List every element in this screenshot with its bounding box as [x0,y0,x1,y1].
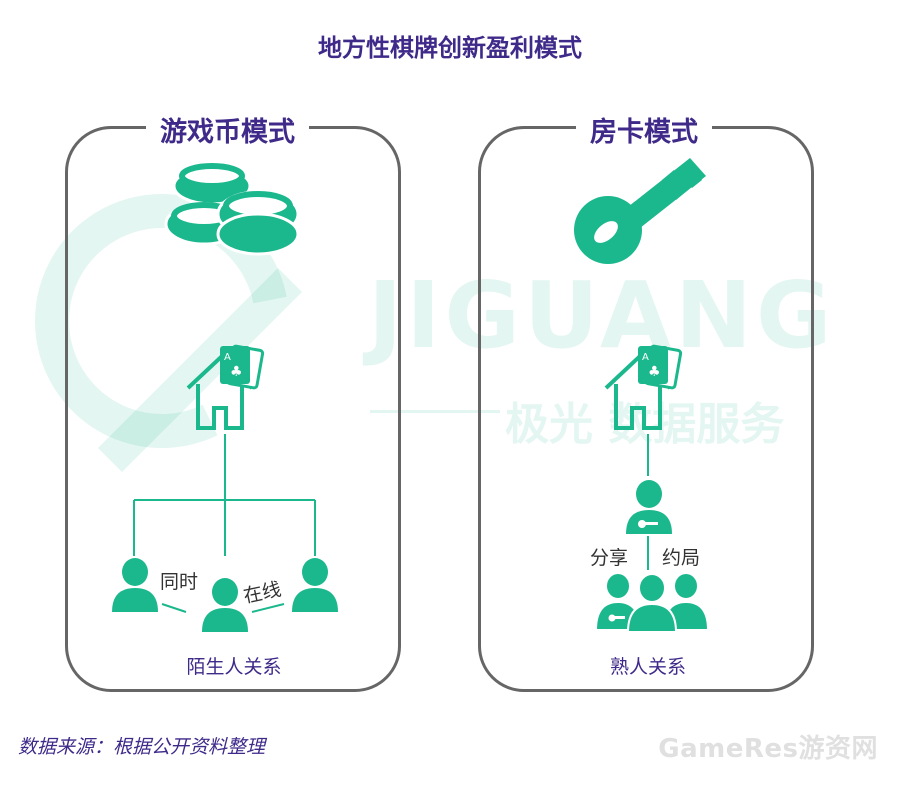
brand-watermark: GameRes游资网 [658,734,878,764]
svg-text:A: A [224,352,231,363]
watermark-text: JIGUANG [368,262,836,369]
card-house-icon: A ♣ [604,344,683,430]
link-label-left: 同时 [160,571,199,593]
left-panel-label: 游戏币模式 [146,110,309,149]
svg-text:♣: ♣ [230,364,243,380]
page-title: 地方性棋牌创新盈利模式 [318,34,582,62]
person-icon [292,558,338,612]
svg-text:A: A [642,352,649,363]
left-caption: 陌生人关系 [186,656,282,678]
right-panel-label: 房卡模式 [576,110,712,149]
link-label-right: 约局 [662,547,701,569]
key-icon [574,158,706,264]
person-with-key-icon [626,480,672,534]
person-icon [112,558,158,612]
data-source-note: 数据来源：根据公开资料整理 [18,736,266,758]
link-label-left: 分享 [590,547,629,569]
card-house-icon: A ♣ [186,344,265,430]
friend-group-icon [596,572,708,632]
person-icon [202,578,248,632]
svg-text:♣: ♣ [648,364,661,380]
coins-icon [164,163,300,256]
watermark-rule [370,410,500,413]
right-caption: 熟人关系 [609,656,686,678]
